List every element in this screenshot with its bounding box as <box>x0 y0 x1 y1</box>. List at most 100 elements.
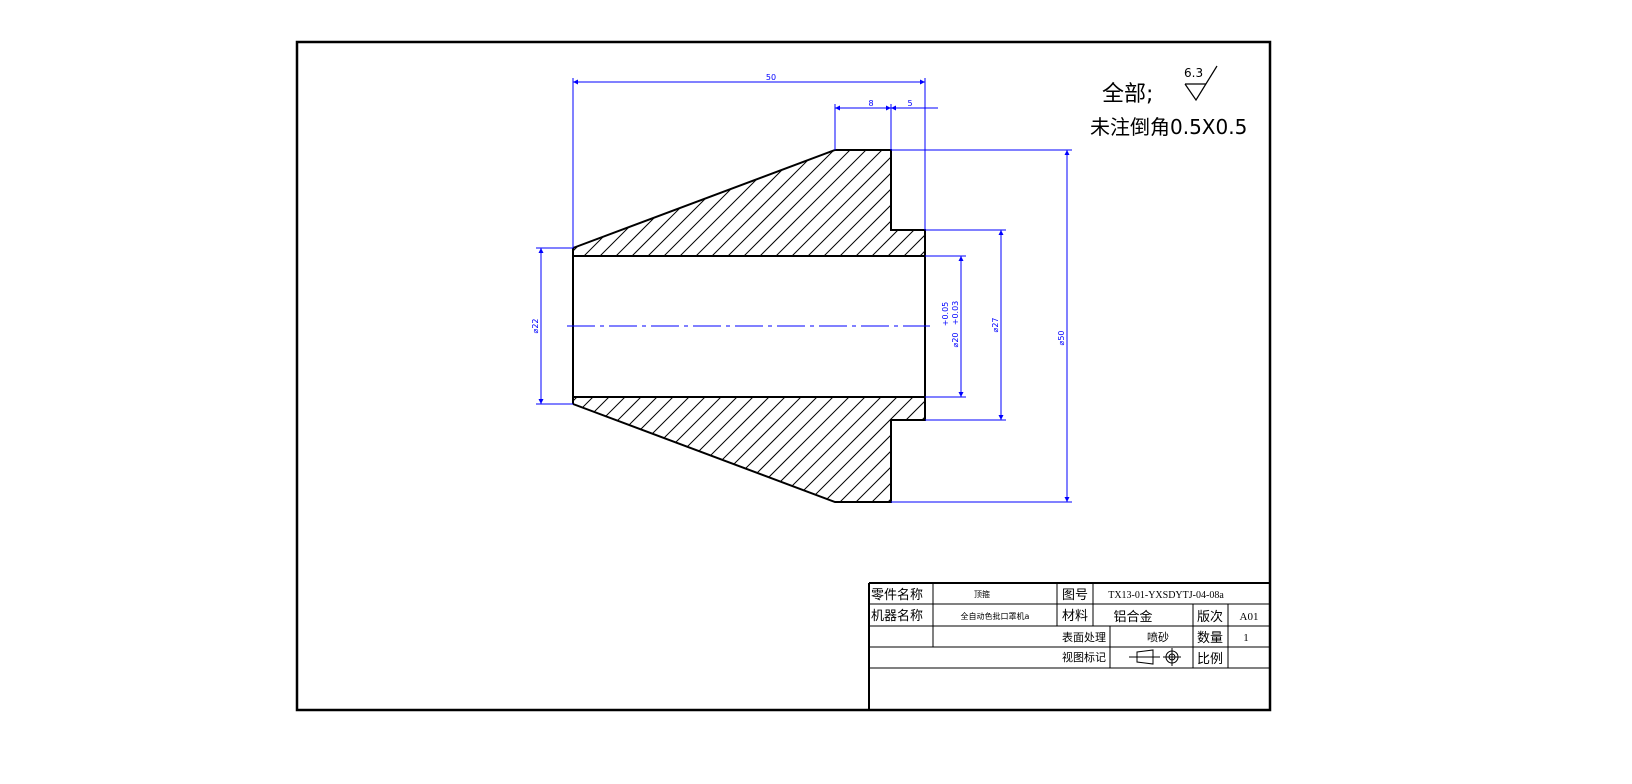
hatch-line <box>573 150 661 256</box>
hatch-line <box>917 150 925 256</box>
material-value: 铝合金 <box>1113 609 1152 625</box>
hatch-line <box>613 150 725 256</box>
hatch-line <box>950 395 1059 504</box>
hatch-line <box>693 397 804 502</box>
dimension-texts: 50 8 5 ⌀22 ⌀20 +0.05 +0.03 ⌀27 ⌀50 <box>531 73 1066 348</box>
hatch-line <box>773 397 884 502</box>
hatch-line <box>581 397 692 502</box>
hatch-line <box>725 397 836 502</box>
dim-bore-diameter: ⌀20 <box>951 333 960 348</box>
hatch-line <box>1030 148 1140 258</box>
hatch-line <box>998 395 1107 504</box>
hatch-line <box>934 395 1043 504</box>
surface-prefix-note: 全部; <box>1102 82 1154 107</box>
hatch-line <box>917 397 925 502</box>
revision-label: 版次 <box>1197 609 1223 625</box>
surface-label: 表面处理 <box>1062 630 1106 644</box>
hatch-line <box>821 150 925 256</box>
hatch-line <box>966 395 1075 504</box>
quantity-label: 数量 <box>1197 631 1223 646</box>
surface-value: 喷砂 <box>1147 631 1169 644</box>
hatch-line <box>741 150 853 256</box>
dim-shoulder-length: 8 <box>868 99 873 108</box>
dim-step-diameter: ⌀27 <box>991 318 1000 333</box>
hatch-line <box>573 397 660 502</box>
revision-value: A01 <box>1240 611 1259 623</box>
hatch-line <box>789 150 901 256</box>
material-label: 材料 <box>1062 609 1088 624</box>
scale-label: 比例 <box>1197 652 1223 667</box>
hatch-line <box>573 397 580 502</box>
hatch-line <box>661 150 773 256</box>
hatch-line <box>837 397 925 502</box>
title-block <box>868 582 1270 710</box>
part-name-value: 顶箍 <box>974 589 990 599</box>
hatch-line <box>885 150 925 256</box>
quantity-value: 1 <box>1243 632 1249 644</box>
chamfer-note: 未注倒角0.5X0.5 <box>1090 115 1248 139</box>
hatch-line <box>573 150 613 256</box>
hatch-line <box>885 397 925 502</box>
hatch-line <box>613 397 724 502</box>
projection-symbol-icon <box>1129 648 1181 666</box>
hatch-line <box>805 397 916 502</box>
hatch-line <box>725 150 837 256</box>
hatch-line <box>709 150 821 256</box>
dim-bore-tol-lower: +0.03 <box>951 301 960 326</box>
dim-step-length: 5 <box>907 99 912 108</box>
hatch-line <box>934 148 1044 258</box>
hatch-line <box>573 150 677 256</box>
dimension-lines <box>536 78 1072 503</box>
drawing-no-value: TX13-01-YXSDYTJ-04-08a <box>1108 590 1224 601</box>
hatch-line <box>629 397 740 502</box>
hatch-line <box>837 150 925 256</box>
dim-overall-length: 50 <box>766 73 776 82</box>
hatch-line <box>982 395 1091 504</box>
hatch-line <box>645 150 757 256</box>
hatch-line <box>661 397 772 502</box>
hatch-line <box>645 397 756 502</box>
hatch-line <box>573 150 581 256</box>
hatch-line <box>629 150 741 256</box>
hatch-line <box>573 397 596 502</box>
hatch-line <box>901 150 925 256</box>
hatch-line <box>693 150 805 256</box>
dim-inner-diameter-left: ⌀22 <box>531 319 540 334</box>
hatch-line <box>573 397 628 502</box>
drawing-border <box>295 40 1272 712</box>
hatch-line <box>597 397 708 502</box>
roughness-value: 6.3 <box>1184 66 1204 80</box>
hatch-line <box>573 150 597 256</box>
machine-name-label: 机器名称 <box>871 608 923 624</box>
hatch-line <box>757 397 868 502</box>
hatch-line <box>573 397 644 502</box>
drawing-no-label: 图号 <box>1062 588 1088 603</box>
hatch-line <box>789 397 900 502</box>
hatch-line <box>581 150 693 256</box>
machine-name-value: 全自动色批口罩机a <box>961 611 1030 621</box>
dim-outer-diameter: ⌀50 <box>1057 331 1066 346</box>
hatch-line <box>853 150 925 256</box>
hatch-line <box>1014 148 1124 258</box>
hatch-line <box>1030 395 1139 504</box>
dim-bore-tol-upper: +0.05 <box>941 302 950 327</box>
roughness-symbol-icon <box>1184 65 1218 102</box>
hatch-line <box>773 150 885 256</box>
hatch-line <box>573 397 676 502</box>
hatch-line <box>821 397 925 502</box>
title-block-texts: 零件名称 顶箍 图号 TX13-01-YXSDYTJ-04-08a 机器名称 全… <box>871 587 1258 667</box>
hatch-line <box>709 397 820 502</box>
view-mark-label: 视图标记 <box>1062 650 1106 664</box>
hatch-line <box>950 148 1060 258</box>
hatch-line <box>805 150 917 256</box>
hatch-line <box>1014 395 1123 504</box>
hatch-line <box>998 148 1108 258</box>
hatch-line <box>869 150 925 256</box>
hatch-line <box>757 150 869 256</box>
hatch-line <box>982 148 1092 258</box>
hatch-line <box>853 397 925 502</box>
hatch-line <box>901 397 925 502</box>
part-name-label: 零件名称 <box>871 587 923 603</box>
hatch-line <box>966 148 1076 258</box>
